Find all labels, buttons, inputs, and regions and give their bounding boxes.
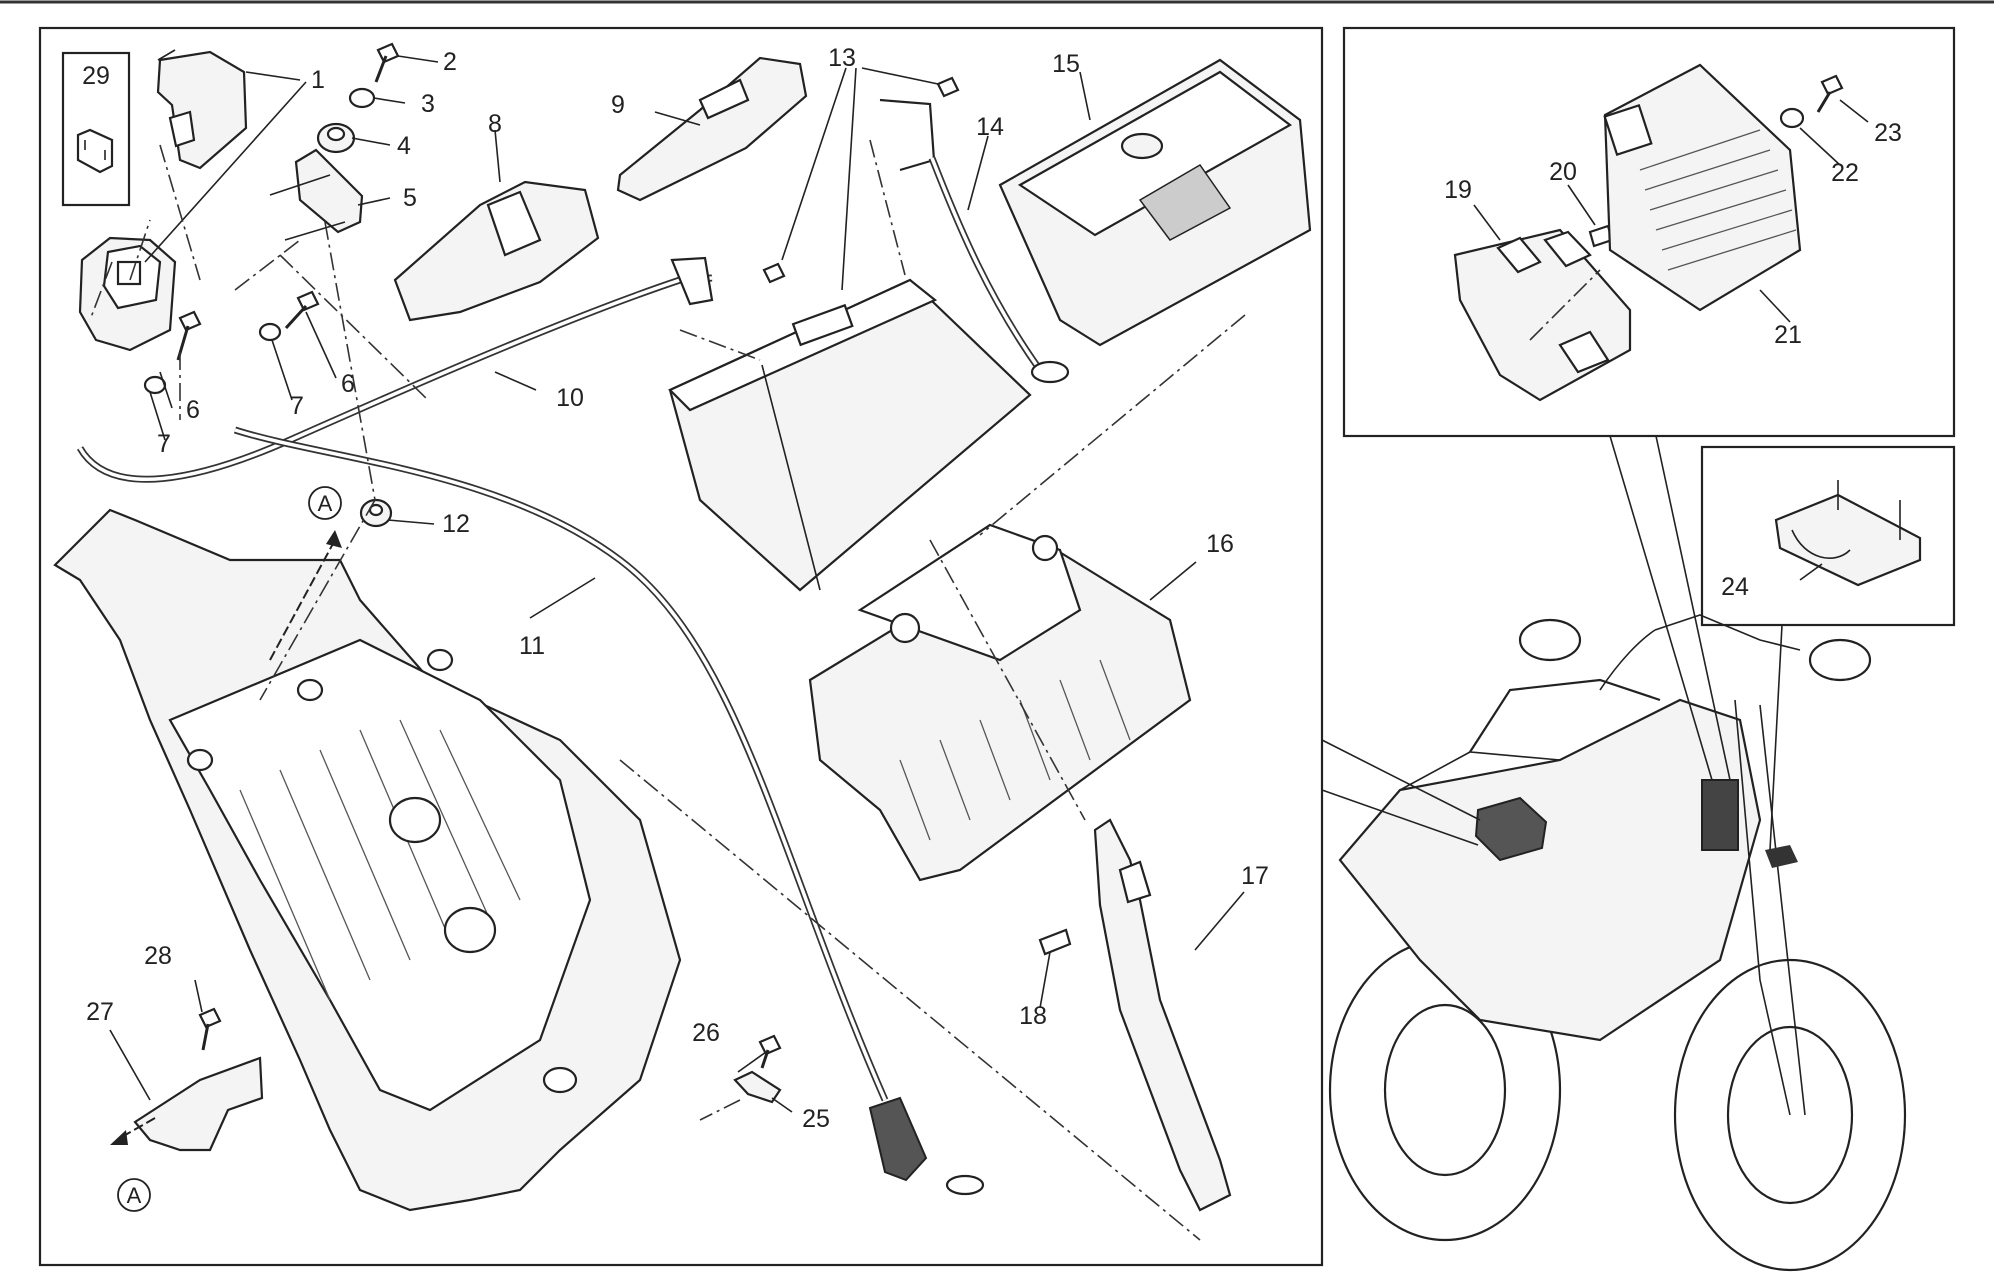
inset-frame-bracket [1700, 445, 1956, 627]
screw-23-part [1816, 74, 1844, 113]
battery-cable-14-part [928, 156, 1070, 384]
cover-8-part [393, 180, 600, 322]
screw-28-part [198, 1007, 222, 1051]
wire-10-part [76, 256, 714, 483]
callout-3: 3 [421, 90, 435, 118]
bracket-27-part [133, 1056, 264, 1152]
callout-16: 16 [1206, 530, 1234, 558]
callout-18: 18 [1019, 1002, 1047, 1030]
callout-23: 23 [1874, 119, 1902, 147]
cover-19-part [1453, 228, 1632, 402]
callout-4: 4 [397, 132, 411, 160]
motorcycle-illustration [1328, 614, 1907, 1272]
view-arrow-a-bottom [110, 1117, 156, 1212]
view-label-a-bottom: A [127, 1183, 142, 1208]
inset-frame-regulator [1342, 26, 1956, 438]
callout-22: 22 [1831, 159, 1859, 187]
callout-21: 21 [1774, 321, 1802, 349]
cable-11-part [233, 426, 985, 1196]
screw-13-part [762, 76, 960, 284]
rear-subframe-part [53, 508, 682, 1212]
callout-5: 5 [403, 184, 417, 212]
callout-12: 12 [442, 510, 470, 538]
battery-part [668, 278, 1032, 592]
view-arrow-a-top [269, 486, 342, 661]
screw-2-part [374, 42, 400, 83]
callout-7-right: 7 [290, 392, 304, 420]
callout-20: 20 [1549, 158, 1577, 186]
screw-26-part [758, 1034, 782, 1069]
main-frame [38, 26, 1324, 1267]
callout-8: 8 [488, 110, 502, 138]
callout-10: 10 [556, 384, 584, 412]
cover-9-part [616, 56, 808, 202]
view-a-bottom-circle [117, 1178, 151, 1212]
bracket-24-part [1774, 480, 1922, 587]
callout-28: 28 [144, 942, 172, 970]
callout-11: 11 [519, 632, 545, 660]
washer-22-part [1779, 107, 1805, 129]
strap-17-part [1093, 818, 1232, 1212]
callout-1: 1 [311, 66, 325, 94]
callout-27: 27 [86, 998, 114, 1026]
ecu-15-part [998, 58, 1312, 347]
washer-3-part [348, 87, 376, 109]
screw-6-left-part [176, 310, 202, 361]
clip-18-part [1038, 928, 1072, 956]
relay-cover-part [156, 49, 248, 170]
dashed-assembly-lines [89, 139, 1601, 1241]
callout-26: 26 [692, 1019, 720, 1047]
screw-6-right-part [284, 290, 320, 330]
clip-25-part [733, 1070, 782, 1104]
view-a-top-circle [308, 486, 342, 520]
battery-tray-16-part [808, 523, 1192, 882]
grommet-4-part [316, 122, 356, 154]
regulator-21-part [1603, 63, 1802, 312]
fuse-part [76, 128, 114, 174]
callout-13: 13 [828, 44, 856, 72]
callout-7-left: 7 [157, 430, 171, 458]
callout-29: 29 [82, 62, 110, 90]
inset-frame-fuse [61, 51, 131, 207]
callout-19: 19 [1444, 176, 1472, 204]
bracket-5-part [269, 148, 364, 241]
callout-25: 25 [802, 1105, 830, 1133]
callout-6-right: 6 [341, 370, 355, 398]
leader-lines [109, 55, 1869, 1113]
grommet-12-part [359, 498, 393, 528]
washer-7-right-part [258, 322, 282, 342]
callout-24: 24 [1721, 573, 1749, 601]
callout-15: 15 [1052, 50, 1080, 78]
callout-9: 9 [611, 91, 625, 119]
relay-connector-part [78, 236, 177, 352]
callout-6-left: 6 [186, 396, 200, 424]
callout-2: 2 [443, 48, 457, 76]
view-label-a-top: A [318, 491, 333, 516]
callout-14: 14 [976, 113, 1004, 141]
callout-17: 17 [1241, 862, 1269, 890]
